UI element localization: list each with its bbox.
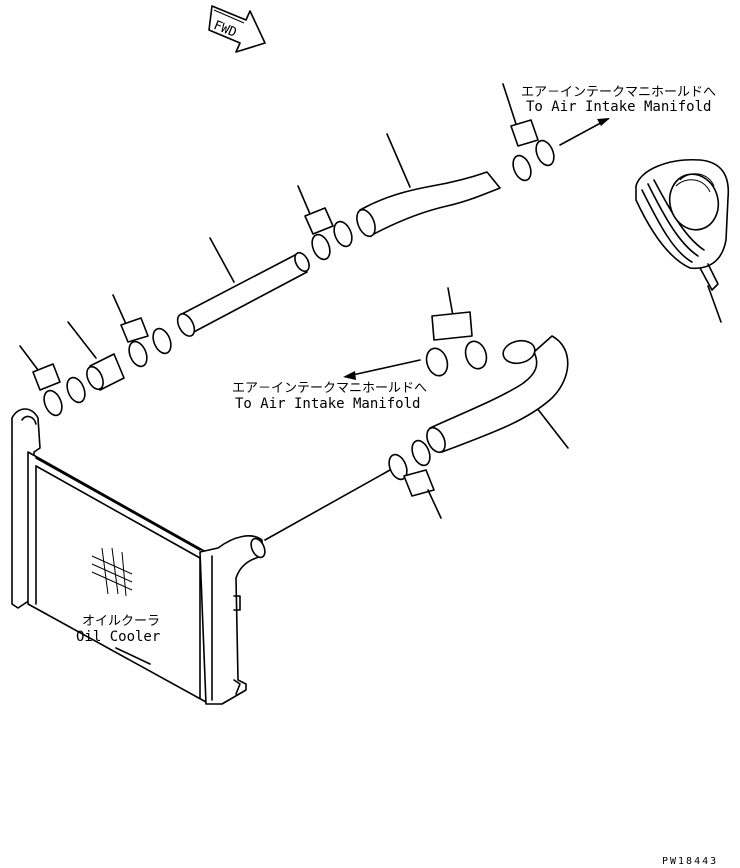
engine-reference (635, 159, 730, 323)
lower-elbow-hose (426, 335, 569, 454)
drawing-code: PW18443 (662, 856, 718, 867)
oil-cooler-jp: オイルクーラ (82, 614, 160, 629)
clamp-pair-lower (388, 439, 442, 519)
clamp-pair-left-middle (112, 294, 172, 368)
intake-mid-jp: エア－インテークマニホールドへ (232, 381, 427, 396)
fwd-arrow-icon: FWD (208, 5, 266, 53)
intake-top-en: To Air Intake Manifold (526, 99, 711, 115)
oil-cooler-en: Oil Cooler (76, 629, 160, 645)
intake-label-middle: エア－インテークマニホールドへ To Air Intake Manifold (232, 359, 427, 412)
clamp-pair-far-left (19, 345, 86, 417)
short-sleeve (67, 321, 125, 391)
connector-line (264, 469, 391, 541)
clamp-pair-right-upper (425, 287, 488, 377)
core-hatch-icon (91, 547, 133, 597)
oil-cooler: オイルクーラ Oil Cooler (11, 408, 266, 705)
intake-mid-en: To Air Intake Manifold (235, 396, 420, 412)
clamp-pair-upper-middle (297, 185, 353, 261)
upper-curved-hose (356, 133, 501, 238)
clamp-pair-top-right (502, 83, 555, 182)
straight-pipe (176, 237, 310, 337)
arrowhead-icon (597, 118, 610, 126)
intake-label-top: エア－インテークマニホールドへ To Air Intake Manifold (521, 85, 716, 146)
intake-top-jp: エア－インテークマニホールドへ (521, 85, 716, 100)
arrowhead-icon-2 (343, 371, 356, 380)
